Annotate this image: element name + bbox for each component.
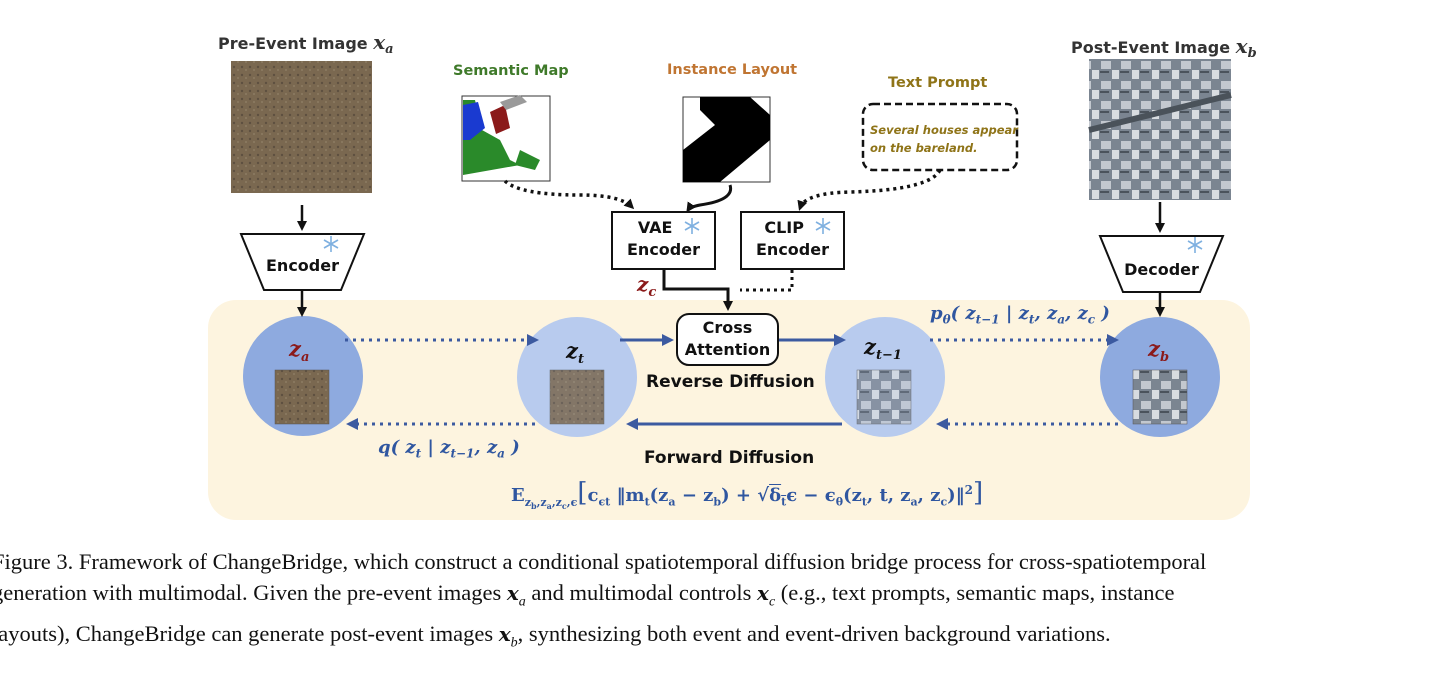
post-event-label: Post-Event Image xb: [1071, 34, 1257, 62]
encoder-label: Encoder: [266, 256, 339, 275]
zt1-thumbnail: [856, 369, 912, 425]
snowflake-icon: [684, 218, 700, 234]
post-event-image: [1089, 59, 1231, 200]
cross-attention-block: [676, 313, 779, 366]
figure-caption: Figure 3. Framework of ChangeBridge, whi…: [0, 546, 1456, 658]
caption-line-3: layouts), ChangeBridge can generate post…: [0, 620, 1111, 651]
snowflake-icon: [1187, 237, 1203, 253]
za-thumbnail: [274, 369, 330, 425]
vae-encoder-label: VAE Encoder: [627, 218, 700, 259]
decoder-label: Decoder: [1124, 260, 1199, 279]
reverse-transition-formula: pθ( zt−1 | zt, za, zc ): [930, 303, 1110, 327]
za-label: za: [289, 336, 310, 366]
snowflake-icon: [815, 218, 831, 234]
framework-diagram: [208, 59, 1250, 520]
zb-label: zb: [1148, 336, 1170, 366]
clip-to-cross-arrow: [740, 270, 794, 292]
zt1-label: zt−1: [864, 334, 902, 364]
clip-encoder-label: CLIP Encoder: [756, 218, 829, 259]
instance-to-vae-arrow: [686, 184, 733, 213]
pre-event-image: [231, 61, 372, 193]
text-prompt-label: Text Prompt: [888, 75, 988, 91]
forward-transition-formula: q( zt | zt−1, za ): [378, 437, 520, 461]
semantic-map-label: Semantic Map: [453, 63, 569, 79]
zc-label: zc: [637, 272, 657, 300]
caption-line-2: generation with multimodal. Given the pr…: [0, 580, 1175, 610]
zb-thumbnail: [1132, 369, 1188, 425]
caption-line-1: Figure 3. Framework of ChangeBridge, whi…: [0, 549, 1207, 574]
loss-formula: Ezb,za,zc,ϵ[cϵt ‖mt(za − zb) + √δtϵ − ϵθ…: [511, 478, 984, 511]
prompt-to-clip-arrow: [797, 169, 942, 211]
pre-event-label: Pre-Event Image xa: [218, 30, 394, 58]
decoder-block: [1098, 235, 1225, 293]
zt-label: zt: [566, 338, 584, 368]
post-event-road: [1088, 92, 1232, 133]
encoder-block: [239, 233, 366, 291]
instance-layout-label: Instance Layout: [667, 62, 798, 78]
zt-thumbnail: [549, 369, 605, 425]
vae-to-cross-arrow: [662, 270, 733, 311]
semantic-to-vae-arrow: [503, 179, 635, 210]
instance-layout-image: [682, 96, 771, 183]
diffusion-panel: [208, 300, 1250, 520]
reverse-diffusion-label: Reverse Diffusion: [646, 372, 815, 392]
semantic-map-image: [461, 95, 551, 182]
vae-encoder-block: [611, 211, 716, 270]
clip-encoder-block: [740, 211, 845, 270]
snowflake-icon: [323, 236, 339, 252]
forward-diffusion-label: Forward Diffusion: [644, 448, 815, 468]
